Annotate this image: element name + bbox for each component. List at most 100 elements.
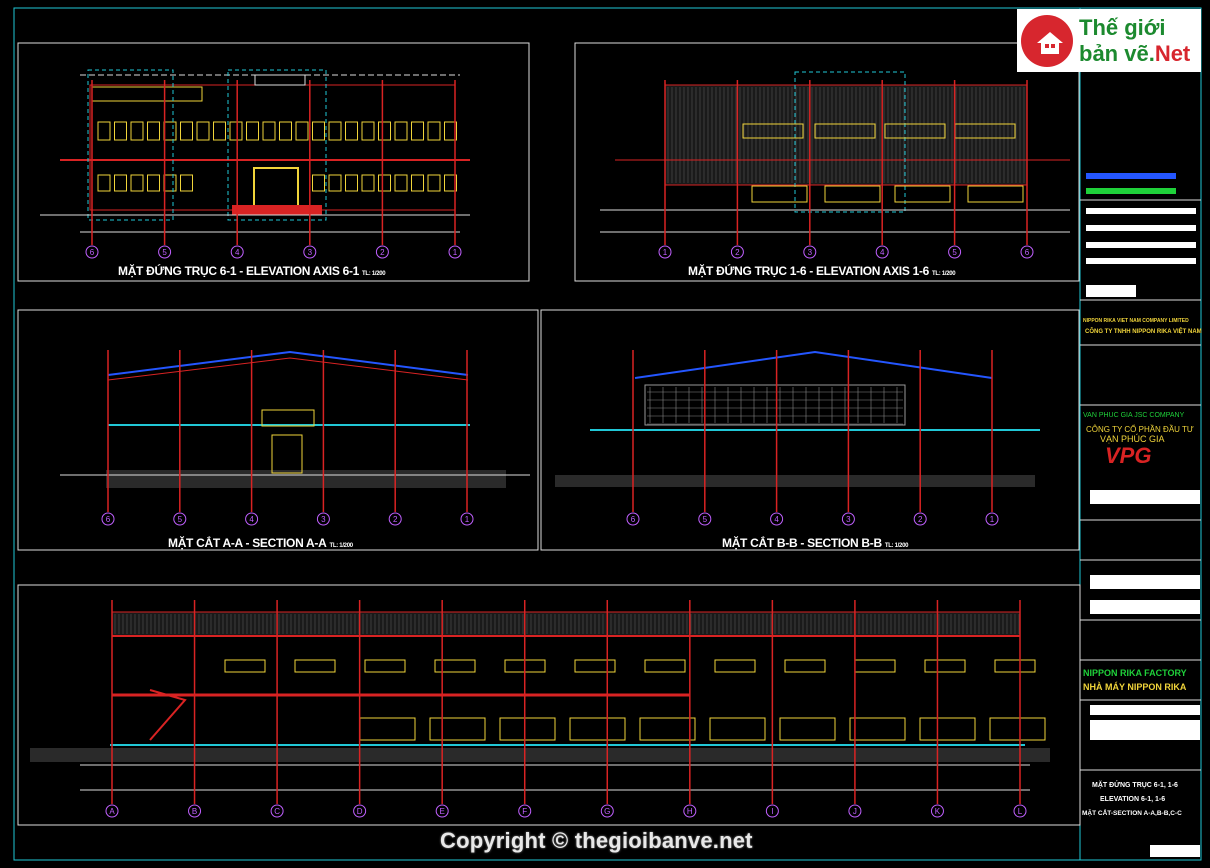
axis-label: F [522, 807, 527, 816]
axis-bubble [518, 804, 532, 818]
tb-row-12 [1150, 845, 1200, 857]
window [328, 121, 342, 141]
brand-logo[interactable]: Thế giới bản vẽ.Net [1017, 9, 1201, 72]
window [196, 121, 210, 141]
vpg-logo: VPG [1105, 443, 1152, 468]
window [427, 121, 441, 141]
window [345, 174, 358, 192]
axis-bubble [375, 245, 389, 259]
viewport-elev16 [574, 42, 1080, 282]
axis-label: 5 [952, 248, 957, 257]
axis-bubble [913, 512, 927, 526]
window [378, 121, 391, 141]
window [180, 174, 193, 192]
window [224, 659, 266, 673]
axis-bubble [770, 512, 784, 526]
axis-bubble [101, 512, 115, 526]
window [714, 659, 756, 673]
brand-line2: bản vẽ.Net [1079, 41, 1191, 66]
tb-row-7 [1090, 575, 1200, 589]
axis-bubble [188, 804, 202, 818]
window [779, 717, 836, 741]
axis-bubble [600, 804, 614, 818]
axis-label: 5 [703, 515, 708, 524]
window [213, 121, 226, 141]
tb-row-4 [1086, 258, 1196, 264]
window [574, 659, 616, 673]
axis-label: E [440, 807, 445, 816]
axis-label: 4 [249, 515, 254, 524]
axis-label: 3 [808, 248, 813, 257]
axis-bubble [698, 512, 712, 526]
axis-bubble [435, 804, 449, 818]
axis-bubble [316, 512, 330, 526]
consultant-vn2: VẠN PHÚC GIA [1100, 434, 1165, 444]
axis-label: 6 [631, 515, 636, 524]
window [364, 659, 406, 673]
window [294, 659, 336, 673]
axis-bubble [875, 245, 889, 259]
window [644, 659, 686, 673]
window [147, 174, 160, 192]
tb-row-2 [1086, 225, 1196, 231]
axis-bubble [460, 512, 474, 526]
tb-row-9 [1090, 705, 1200, 715]
axis-bubble [765, 804, 779, 818]
tb-row-3 [1086, 242, 1196, 248]
axis-label: 2 [380, 248, 385, 257]
axis-label: 2 [735, 248, 740, 257]
window [429, 717, 486, 741]
house-icon [1037, 32, 1063, 54]
axis-label: H [687, 807, 693, 816]
axis-bubble [173, 512, 187, 526]
project-en: NIPPON RIKA FACTORY [1083, 668, 1187, 678]
axis-label: B [192, 807, 197, 816]
window [312, 121, 325, 141]
axis-bubble [730, 245, 744, 259]
window [114, 174, 127, 192]
section-a-a [60, 350, 530, 488]
axis-label: L [1018, 807, 1023, 816]
axis-bubble [658, 245, 672, 259]
window [361, 174, 375, 192]
window [295, 121, 309, 141]
window [499, 717, 556, 741]
window [328, 174, 342, 192]
axis-bubble [105, 804, 119, 818]
window [919, 717, 976, 741]
window [814, 123, 876, 139]
axis-bubble [388, 512, 402, 526]
window [147, 121, 160, 141]
tb-row-6 [1090, 490, 1200, 504]
window [639, 717, 696, 741]
window [97, 174, 111, 192]
axis-bubble [245, 512, 259, 526]
axis-bubble [448, 245, 462, 259]
window [378, 174, 391, 192]
elevation-1-6 [600, 71, 1070, 233]
blue-bar [1086, 173, 1176, 179]
window [361, 121, 375, 141]
tb-row-1 [1086, 208, 1196, 214]
axis-label: C [274, 807, 280, 816]
window [967, 185, 1024, 203]
axis-bubble [85, 245, 99, 259]
window [427, 174, 441, 192]
axis-label: 1 [465, 515, 470, 524]
window [884, 123, 946, 139]
window [359, 717, 416, 741]
consultant-en: VAN PHUC GIA JSC COMPANY [1083, 412, 1185, 419]
sheet-frame [13, 7, 1202, 861]
window [569, 717, 626, 741]
axis-bubble [230, 245, 244, 259]
window [163, 174, 177, 192]
axis-label: 4 [235, 248, 240, 257]
axis-bubble [930, 804, 944, 818]
tb-row-11 [1090, 730, 1200, 740]
window [394, 174, 408, 192]
axis-label: 3 [846, 515, 851, 524]
